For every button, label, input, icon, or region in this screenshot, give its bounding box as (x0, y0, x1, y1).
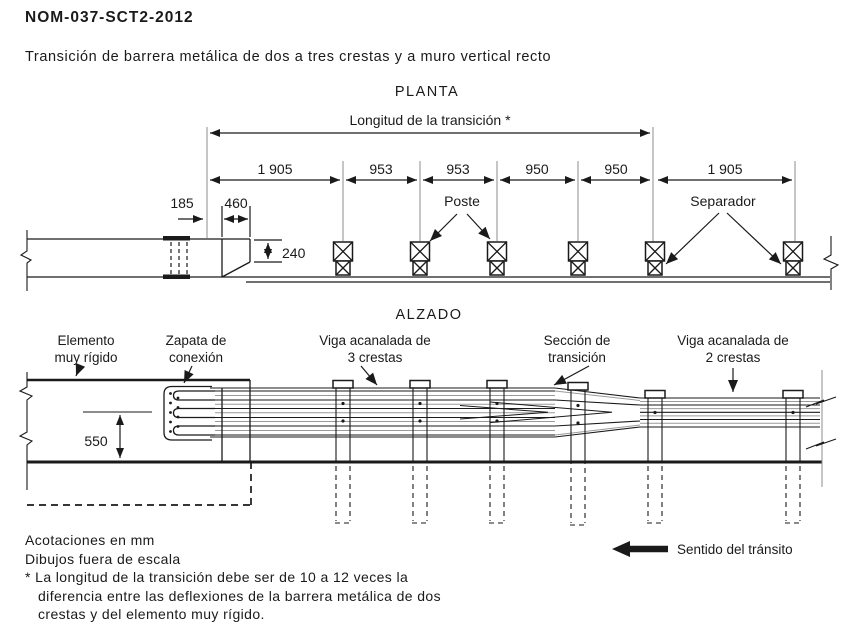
elev-rigid-wall (18, 372, 822, 506)
dim-185-460-lines (178, 206, 251, 237)
viga2-label-line2: 2 crestas (706, 350, 761, 365)
note-asterisk-line3: crestas y del elemento muy rígido. (38, 606, 265, 622)
dim-value-6: 1 905 (707, 161, 742, 177)
poste-label: Poste (444, 193, 480, 209)
note-asterisk-line2: diferencia entre las deflexiones de la b… (38, 587, 442, 604)
dim-value-460: 460 (224, 195, 248, 211)
elev-post (567, 381, 589, 526)
plan-posts (332, 241, 804, 276)
alzado-callouts: Elemento muy rígido Zapata de conexión V… (54, 333, 789, 392)
dim-value-550: 550 (84, 433, 108, 449)
dim-value-3: 953 (446, 161, 470, 177)
elev-post (409, 379, 431, 524)
dimension-longitud-label: Longitud de la transición * (349, 112, 511, 128)
doc-title: NOM-037-SCT2-2012 (25, 9, 194, 26)
elemento-label-line1: Elemento (57, 333, 114, 348)
dim-550-lines (83, 411, 152, 458)
alzado-heading: ALZADO (395, 307, 462, 323)
elev-post (782, 389, 804, 524)
plan-post (782, 241, 804, 276)
dim-value-4: 950 (525, 161, 549, 177)
doc-subtitle: Transición de barrera metálica de dos a … (25, 49, 552, 65)
plan-post (567, 241, 589, 276)
dim-value-1: 1 905 (257, 161, 292, 177)
elev-post (332, 379, 354, 524)
viga3-label-line1: Viga acanalada de (319, 333, 431, 348)
elev-beam-3crest (210, 380, 555, 462)
poste-leaders (429, 213, 491, 242)
plan-post (486, 241, 508, 276)
plan-post (332, 241, 354, 276)
viga2-label-line1: Viga acanalada de (677, 333, 789, 348)
elemento-label-line2: muy rígido (54, 350, 117, 365)
dim-value-185: 185 (170, 195, 194, 211)
elev-post (486, 379, 508, 524)
viga3-label-line2: 3 crestas (348, 350, 403, 365)
zapata-label-line2: conexión (169, 350, 223, 365)
elev-posts (332, 379, 804, 526)
note-scale: Dibujos fuera de escala (25, 550, 181, 567)
elev-zapata (163, 385, 215, 441)
plan-joint (163, 236, 190, 279)
dim-value-5: 950 (604, 161, 628, 177)
note-units: Acotaciones en mm (25, 532, 155, 548)
elev-post (644, 389, 666, 524)
footer-notes: Acotaciones en mm Dibujos fuera de escal… (25, 531, 441, 624)
elev-right-break (805, 370, 837, 487)
dim-240-lines (254, 239, 282, 263)
dim-value-240: 240 (282, 245, 306, 261)
seccion-label-line2: transición (548, 350, 606, 365)
seccion-label-line1: Sección de (544, 333, 611, 348)
note-asterisk-line1: * La longitud de la transición debe ser … (25, 569, 409, 585)
plan-post (409, 241, 431, 276)
traffic-direction: Sentido del tránsito (612, 541, 793, 557)
zapata-label-line1: Zapata de (166, 333, 227, 348)
left-arrow-icon (612, 541, 668, 557)
plan-rigid-wall (19, 230, 840, 291)
sentido-label: Sentido del tránsito (677, 542, 793, 557)
dim-value-2: 953 (369, 161, 393, 177)
separador-label: Separador (690, 193, 756, 209)
elev-transition (459, 387, 641, 438)
planta-heading: PLANTA (395, 84, 459, 100)
plan-extension-lines (206, 127, 796, 242)
plan-post (644, 241, 666, 276)
separador-leaders (665, 212, 782, 265)
